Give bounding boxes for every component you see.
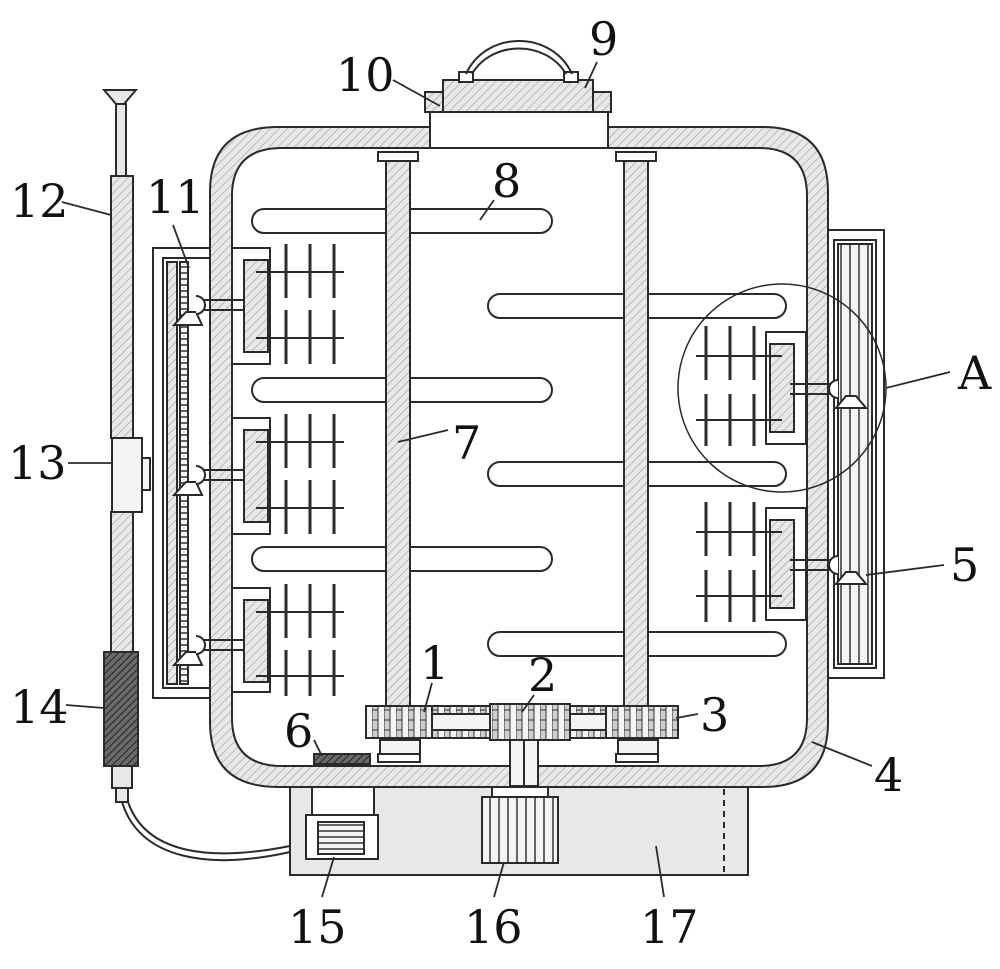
motor-16: [481, 786, 559, 864]
label-8: 8: [492, 154, 522, 208]
spray-rod: [101, 89, 291, 862]
label-10: 10: [336, 48, 395, 102]
sensor-6: [313, 753, 371, 765]
label-3: 3: [700, 688, 730, 742]
label-15: 15: [288, 900, 347, 954]
label-12: 12: [10, 174, 69, 228]
label-a: A: [958, 346, 992, 400]
label-6: 6: [284, 704, 314, 758]
right-brush-assemblies: [696, 326, 869, 622]
tank-body: [209, 126, 829, 788]
label-11: 11: [146, 170, 205, 224]
left-side-plate: [152, 247, 214, 699]
rotating-shafts: [377, 151, 657, 713]
pump-15: [305, 786, 379, 860]
leader-lines: [61, 61, 951, 898]
label-13: 13: [8, 436, 67, 490]
label-9: 9: [589, 12, 619, 66]
label-4: 4: [874, 748, 904, 802]
label-16: 16: [464, 900, 523, 954]
label-5: 5: [950, 538, 980, 592]
right-side-plate: [825, 229, 885, 679]
label-1: 1: [420, 636, 450, 690]
left-brush-assemblies: [171, 244, 344, 696]
label-14: 14: [10, 680, 69, 734]
label-7: 7: [452, 416, 482, 470]
lid-with-handle: [424, 40, 612, 149]
label-17: 17: [640, 900, 699, 954]
label-2: 2: [528, 648, 558, 702]
